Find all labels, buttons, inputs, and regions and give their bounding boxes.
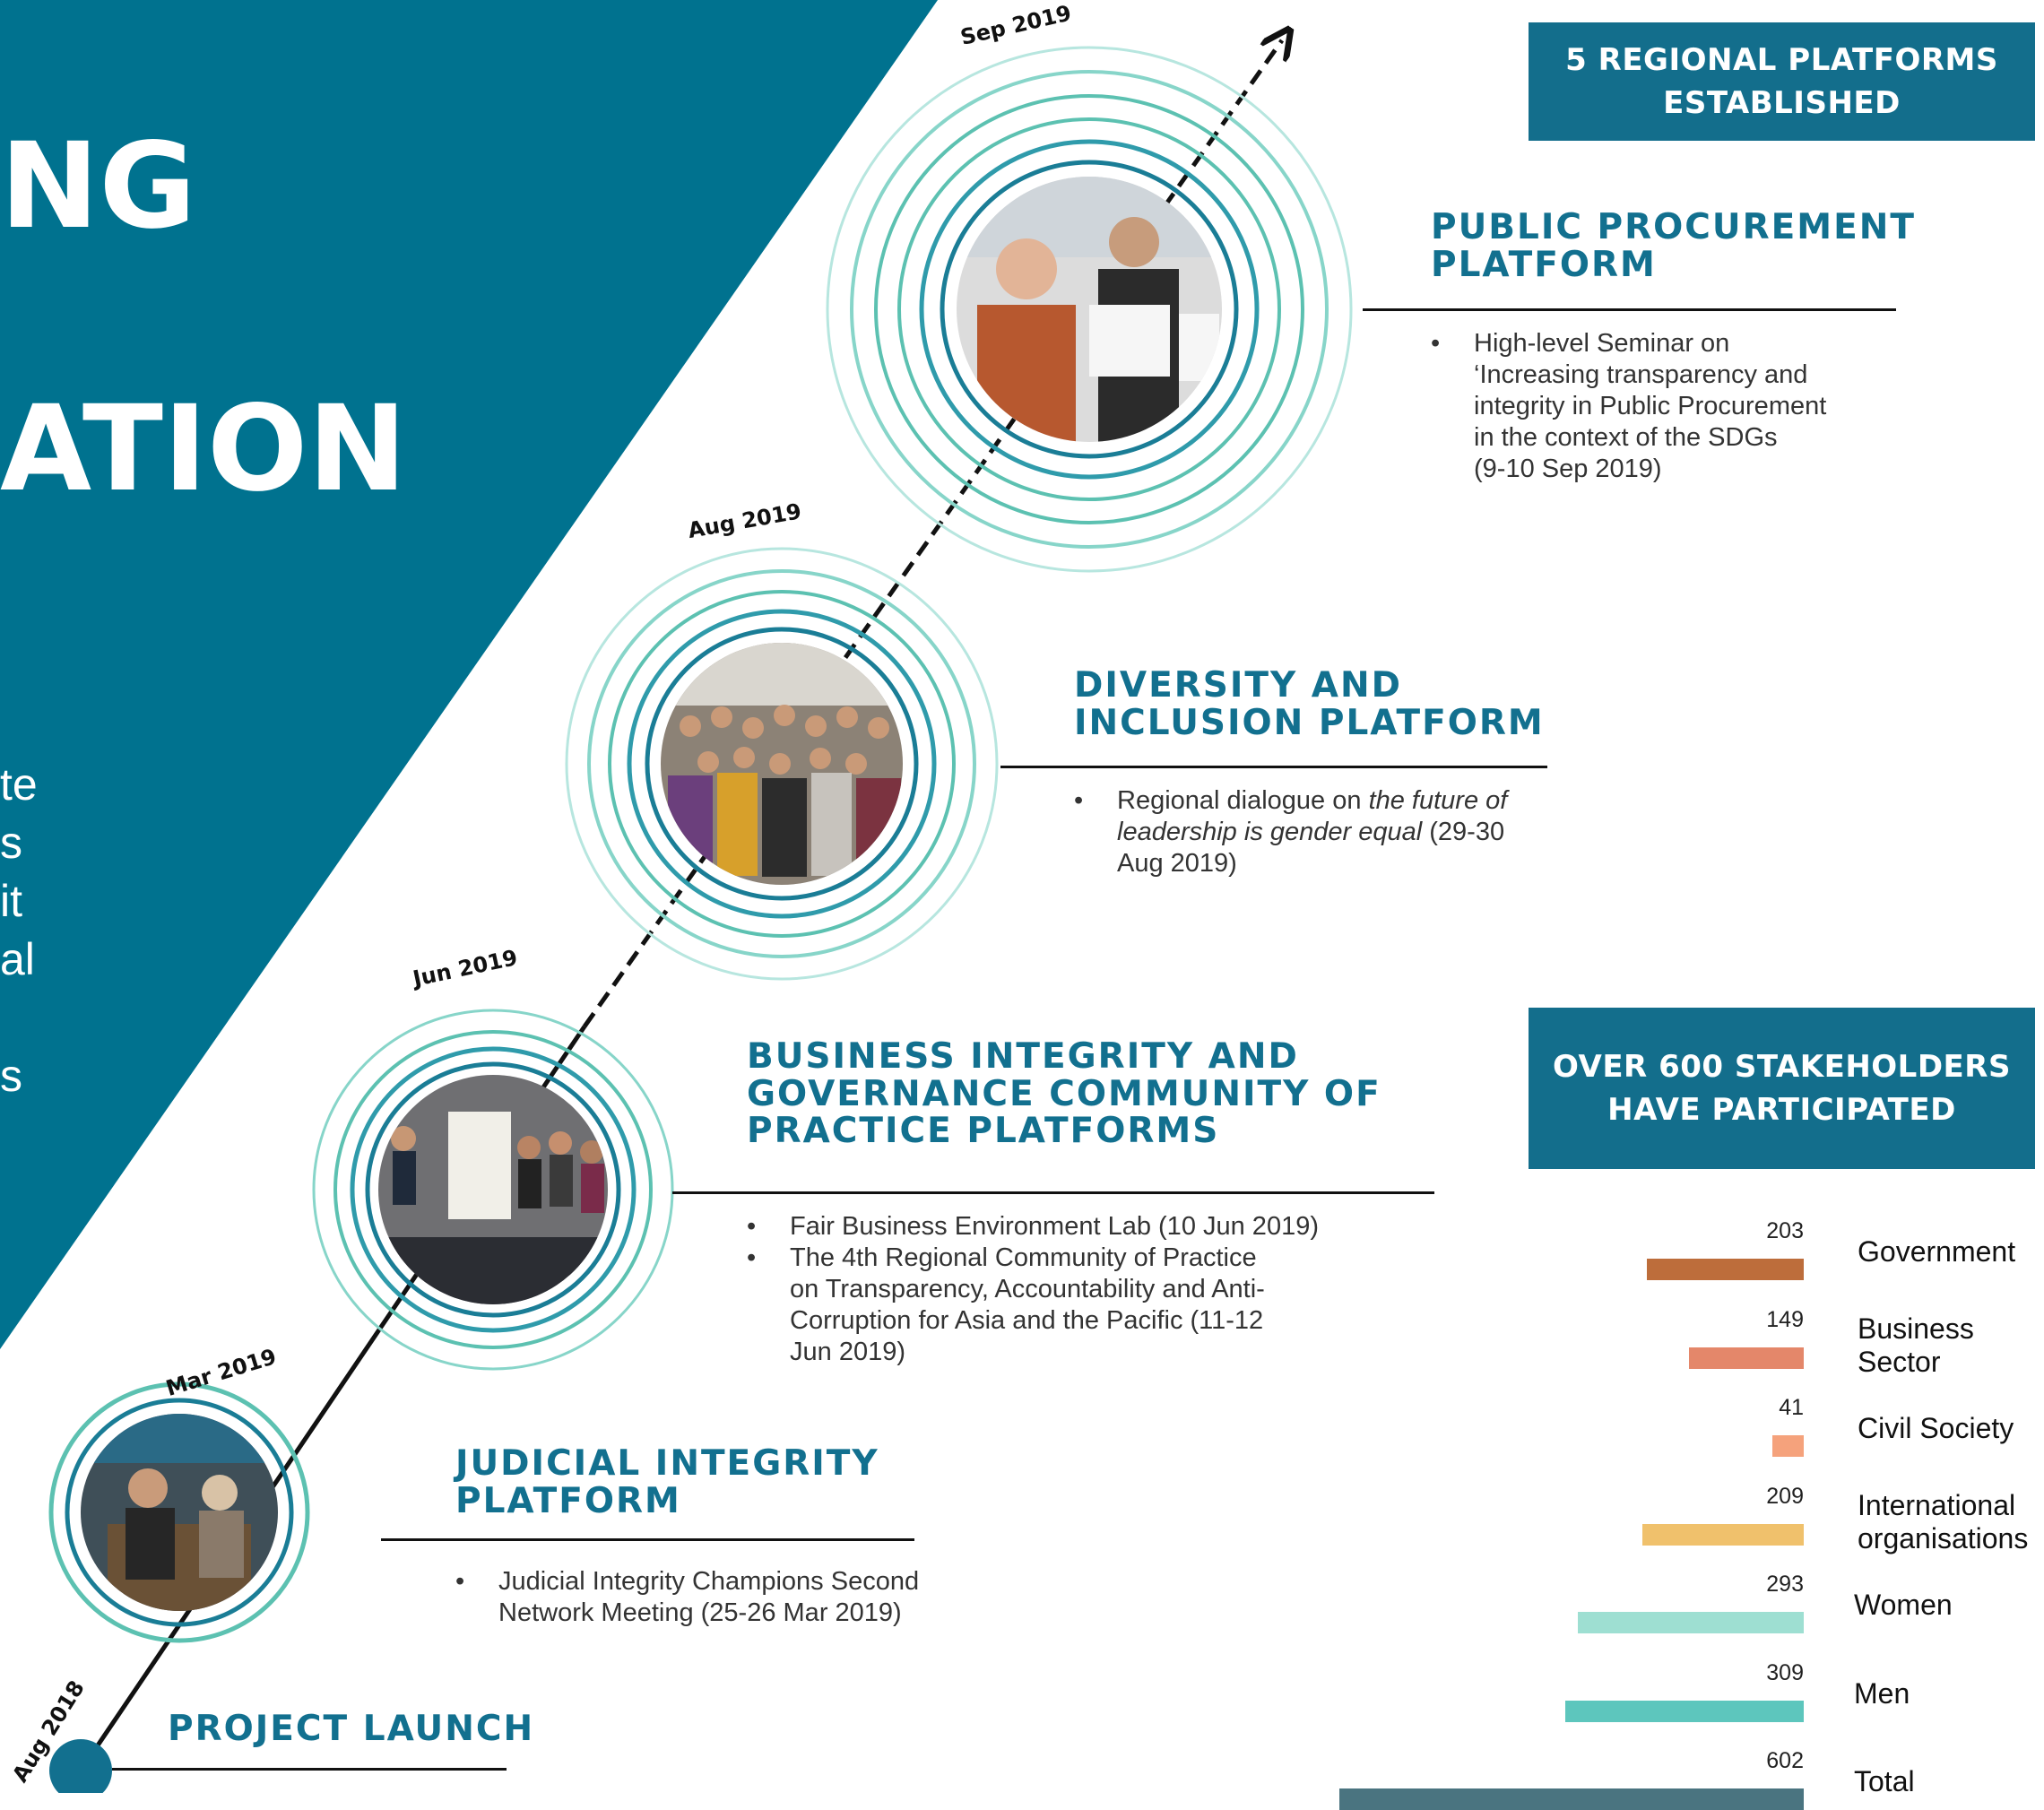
chart-bar — [1642, 1523, 1804, 1546]
milestone-title-project-launch: PROJECT LAUNCH — [168, 1709, 535, 1749]
chart-category-label: Men — [1854, 1677, 1910, 1710]
milestone-bullets-judicial: Judicial Integrity Champions Second Netw… — [455, 1566, 919, 1629]
hero-text-fragment: s — [0, 818, 22, 868]
chart-value-label: 41 — [1779, 1395, 1804, 1420]
list-item: The 4th Regional Community of Practice o… — [747, 1243, 1319, 1368]
chart-bar — [1689, 1347, 1804, 1369]
chart-category-text: Sector — [1858, 1345, 1941, 1378]
hero-diagonal-panel — [0, 0, 938, 1349]
chart-category-label: Total — [1854, 1765, 1915, 1798]
chart-category-text: organisations — [1858, 1521, 2029, 1555]
chart-category-text: Women — [1854, 1589, 1953, 1621]
milestone-title-diversity: DIVERSITY AND INCLUSION PLATFORM — [1074, 665, 1545, 743]
chart-bar — [1647, 1259, 1804, 1280]
divider-rule — [672, 1191, 1434, 1194]
divider-rule — [381, 1538, 914, 1541]
hero-title-line1: NG — [0, 117, 196, 255]
list-item: Judicial Integrity Champions Second Netw… — [455, 1566, 919, 1629]
chart-value-label: 209 — [1766, 1483, 1804, 1509]
chart-category-text: Total — [1854, 1765, 1915, 1797]
judicial-panel-photo — [81, 1414, 278, 1611]
hero-title-line2: ATION — [0, 380, 407, 518]
chart-bar — [1578, 1612, 1804, 1633]
project-launch-dot — [49, 1739, 112, 1793]
chart-bar — [1339, 1788, 1804, 1810]
milestone-rings-sep-2019 — [826, 46, 1353, 573]
chart-category-text: Men — [1854, 1676, 1910, 1710]
hero-text-fragment: al — [0, 934, 35, 984]
milestone-bullets-business: Fair Business Environment Lab (10 Jun 20… — [747, 1211, 1319, 1368]
divider-rule — [1363, 308, 1896, 311]
chart-category-text: Government — [1858, 1235, 2016, 1268]
hero-text-fragment: te — [0, 759, 38, 810]
list-item: Regional dialogue on the future of leade… — [1074, 785, 1507, 879]
milestone-title-business: BUSINESS INTEGRITY AND GOVERNANCE COMMUN… — [747, 1036, 1381, 1152]
chart-value-label: 149 — [1766, 1306, 1804, 1332]
stakeholders-participated-box: OVER 600 STAKEHOLDERS HAVE PARTICIPATED — [1529, 1008, 2035, 1169]
milestone-bullets-diversity: Regional dialogue on the future of leade… — [1074, 785, 1507, 879]
chart-category-text: Business — [1858, 1312, 1974, 1345]
hero-text-fragment: s — [0, 1051, 22, 1101]
chart-category-label: Women — [1854, 1589, 1953, 1622]
milestone-rings-aug-2019 — [565, 547, 999, 981]
divider-rule — [112, 1768, 507, 1771]
chart-category-label: Civil Society — [1858, 1412, 2014, 1445]
hero-text-fragment: it — [0, 876, 22, 926]
chart-value-label: 602 — [1766, 1748, 1804, 1773]
list-item: High-level Seminar on ‘Increasing transp… — [1431, 328, 1826, 485]
business-workshop-photo — [378, 1075, 608, 1304]
chart-value-label: 203 — [1766, 1218, 1804, 1243]
milestone-title-judicial: JUDICIAL INTEGRITY PLATFORM — [455, 1443, 879, 1521]
chart-bar — [1772, 1435, 1804, 1457]
milestone-rings-mar-2019 — [48, 1381, 310, 1643]
chart-value-label: 309 — [1766, 1659, 1804, 1685]
milestone-bullets-procurement: High-level Seminar on ‘Increasing transp… — [1431, 328, 1826, 485]
chart-category-text: Civil Society — [1858, 1412, 2014, 1444]
divider-rule — [1000, 766, 1547, 768]
milestone-title-procurement: PUBLIC PROCUREMENT PLATFORM — [1431, 207, 1916, 285]
chart-value-label: 293 — [1766, 1572, 1804, 1597]
chart-category-text: International — [1858, 1488, 2016, 1521]
list-item: Fair Business Environment Lab (10 Jun 20… — [747, 1211, 1319, 1243]
platforms-established-box: 5 REGIONAL PLATFORMS ESTABLISHED — [1529, 22, 2035, 141]
seminar-speaker-photo — [957, 177, 1222, 442]
group-photo — [661, 643, 903, 885]
chart-category-label: Government — [1858, 1235, 2015, 1269]
chart-bar — [1565, 1700, 1804, 1722]
milestone-rings-jun-2019 — [312, 1009, 674, 1371]
